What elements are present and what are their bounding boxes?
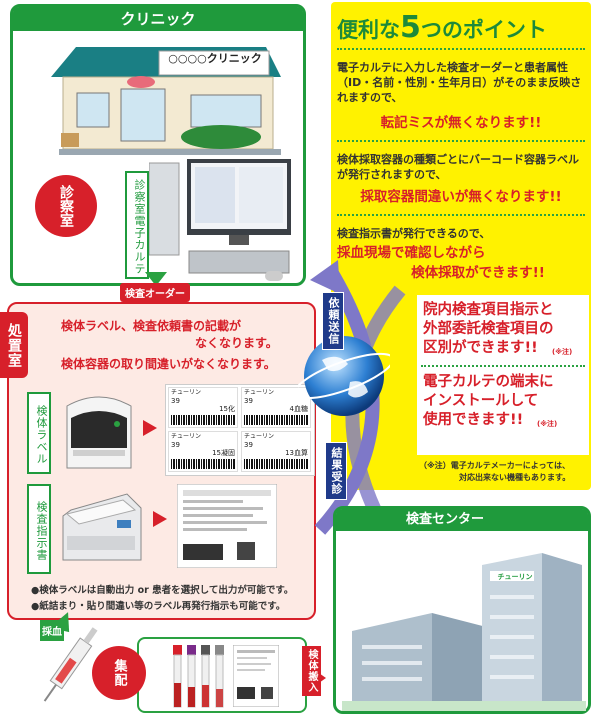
order-tag: 検査オーダー xyxy=(120,283,190,302)
treatment-note1: ●検体ラベルは自動出力 or 患者を選択して出力が可能です。 xyxy=(31,585,294,596)
label-code: 39 xyxy=(171,441,180,449)
lab-center-panel: 検査センター チューリン xyxy=(333,506,591,714)
laser-printer-illustration xyxy=(62,493,142,561)
label-name: チューリン xyxy=(244,433,275,440)
exam-room-badge: 診察室 xyxy=(35,175,97,237)
syringe-icon xyxy=(43,627,98,702)
instruction-sheet-small xyxy=(233,645,279,707)
point4-line3: 区別ができます!! xyxy=(423,340,538,356)
lab-building-illustration xyxy=(342,553,586,711)
divider xyxy=(421,365,585,367)
clinic-building-illustration xyxy=(51,47,281,155)
label-name: チューリン xyxy=(171,389,202,396)
barcode-icon xyxy=(244,459,308,469)
instruction-arrow xyxy=(153,511,167,527)
treatment-line2: なくなります。 xyxy=(195,336,278,350)
footnote-line2: 対応出来ない機種もあります。 xyxy=(459,473,571,482)
point5-note: (※注) xyxy=(537,420,558,428)
clinic-sign: ○○○○クリニック xyxy=(168,52,262,65)
point1-highlight: 転記ミスが無くなります!! xyxy=(380,115,542,131)
clinic-panel: クリニック ○○○○クリニック 診察室 診察室電子カルテ xyxy=(10,4,306,286)
order-arrow xyxy=(145,272,167,286)
label-printer-illustration xyxy=(66,396,132,469)
label-name: チューリン xyxy=(244,389,275,396)
label-value: 13血算 xyxy=(285,449,308,457)
points-inner-box: 院内検査項目指示と 外部委託検査項目の 区別ができます!! (※注) 電子カルテ… xyxy=(417,295,589,455)
point5-line1: 電子カルテの端末に xyxy=(423,374,554,390)
collection-badge: 集配 xyxy=(92,646,146,700)
barcode-icon xyxy=(244,415,308,425)
label-value: 15凝固 xyxy=(212,449,235,457)
barcode-icon xyxy=(171,459,235,469)
globe-icon xyxy=(298,336,390,416)
treatment-room-panel: 検体ラベル、検査依頼書の記載が なくなります。 検体容器の取り間違いがなくなりま… xyxy=(7,302,316,620)
point5-line2: インストールして xyxy=(423,393,539,409)
divider xyxy=(337,214,585,216)
divider xyxy=(337,48,585,50)
specimen-in-tag: 検体搬入 xyxy=(302,646,321,696)
emr-computer-illustration xyxy=(149,159,291,281)
specimen-tubes-illustration xyxy=(173,645,224,708)
point4-line2: 外部委託検査項目の xyxy=(423,321,554,337)
lab-building-sign: チューリン xyxy=(497,573,533,581)
treatment-line1: 検体ラベル、検査依頼書の記載が xyxy=(61,319,242,333)
label-value: 4血糖 xyxy=(289,405,308,413)
barcode-icon xyxy=(171,415,235,425)
treatment-line3: 検体容器の取り間違いがなくなります。 xyxy=(61,357,276,371)
blood-draw-tag: 採血 xyxy=(40,620,64,641)
point3-text: 検査指示書が発行できるので、 xyxy=(337,227,491,240)
point4-line1: 院内検査項目指示と xyxy=(423,302,554,318)
label-code: 39 xyxy=(244,397,253,405)
label-value: 15化 xyxy=(219,405,235,413)
point1-text: 電子カルテに入力した検査オーダーと患者属性（ID・名前・性別・生年月日）がそのま… xyxy=(337,61,582,104)
label-arrow xyxy=(143,420,157,436)
point5-line3: 使用できます!! xyxy=(423,412,524,428)
clinic-title: クリニック xyxy=(13,7,303,31)
divider xyxy=(337,140,585,142)
result-receive-tag: 結果受診 xyxy=(325,442,347,500)
instruction-sheet xyxy=(177,484,277,568)
lab-center-title: 検査センター xyxy=(336,509,588,531)
point3-highlight-2: 検体採取ができます!! xyxy=(411,265,545,281)
specimen-label-box: 検体ラベル xyxy=(27,392,51,474)
emr-label: 診察室電子カルテ xyxy=(125,171,149,279)
points-title: 便利な5つのポイント xyxy=(337,10,547,45)
point2-highlight: 採取容器間違いが無くなります!! xyxy=(360,189,562,205)
label-code: 39 xyxy=(171,397,180,405)
treatment-room-title: 処置室 xyxy=(0,312,28,378)
collection-panel xyxy=(137,637,307,713)
label-code: 39 xyxy=(244,441,253,449)
point3-highlight-1: 採血現場で確認しながら xyxy=(337,245,486,261)
point4-note: (※注) xyxy=(552,348,573,356)
instruction-box: 検査指示書 xyxy=(27,484,51,574)
footnote-line1: （※注）電子カルテメーカーによっては、 xyxy=(419,461,570,470)
label-name: チューリン xyxy=(171,433,202,440)
request-send-tag: 依頼送信 xyxy=(322,292,344,350)
treatment-note2: ●紙詰まり・貼り間違い等のラベル再発行指示も可能です。 xyxy=(31,601,286,612)
point2-text: 検体採取容器の種類ごとにバーコード容器ラベルが発行されますので、 xyxy=(337,153,579,181)
